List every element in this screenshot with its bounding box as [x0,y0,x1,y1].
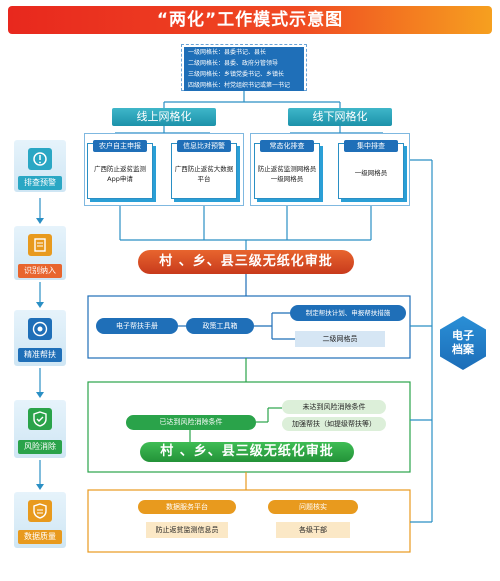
data-service-platform-sub: 防止返贫监测信息员 [146,522,228,538]
card-concentrated-check [338,143,404,199]
data-icon [28,500,52,522]
step-4-label: 风险消除 [18,440,62,454]
shield-icon [28,408,52,430]
online-group [84,133,244,206]
data-service-platform: 数据服务平台 [138,500,236,514]
grid-level-1: 一级网格长：县委书记、县长 [184,47,304,58]
e-archive-label: 电子档案 [452,329,474,356]
shield-icon-glyph [33,411,47,427]
card-info-compare [171,143,237,199]
target-icon [28,318,52,340]
approval-banner-1: 村 、乡、县三级无纸化审批 [138,250,354,274]
step-5-label: 数据质量 [18,530,62,544]
identify-icon [28,234,52,256]
card-info-compare-body: 广西防止返贫大数据平台 [174,165,234,183]
identify-icon-glyph [34,238,46,252]
grid-level-3: 三级网格长：乡镇党委书记、乡镇长 [184,69,304,80]
step-3-label: 精准帮扶 [18,348,62,362]
card-concentrated-check-title: 集中排查 [344,140,398,152]
data-icon-glyph [33,503,47,519]
target-icon-glyph [32,321,48,337]
card-regular-check-title: 常态化排查 [260,140,314,152]
step-2-label: 识别纳入 [18,264,62,278]
risk-not-reached: 未达到风险消除条件 [282,400,386,414]
card-self-declare-body: 广西防止返贫监测App申请 [94,165,146,183]
offline-grid-header: 线下网格化 [288,108,392,126]
e-assist-manual: 电子帮扶手册 [96,318,178,334]
grid-member-level-2: 二级网格员 [295,331,385,347]
card-self-declare [87,143,153,199]
card-concentrated-check-body: 一级网格员 [354,169,388,177]
page-title: “两化”工作模式示意图 [8,6,492,34]
approval-banner-2: 村 、乡、县三级无纸化审批 [140,442,354,462]
issue-verification: 问题核实 [268,500,358,514]
risk-reached: 已达到风险消除条件 [126,415,256,430]
arrow-down-icon [36,484,44,490]
online-grid-header: 线上网格化 [112,108,216,126]
alert-icon [28,148,52,170]
arrow-down-icon [36,302,44,308]
risk-frame [87,381,411,473]
issue-verification-sub: 各级干部 [276,522,350,538]
card-self-declare-title: 农户自主申报 [93,140,147,152]
card-regular-check-body: 防止返贫监测网格员一级网格员 [257,165,317,183]
arrow-down-icon [36,392,44,398]
step-1-label: 排查预警 [18,176,62,190]
card-regular-check [254,143,320,199]
card-info-compare-title: 信息比对预警 [177,140,231,152]
grid-level-2: 二级网格长：县委、政府分管领导 [184,58,304,69]
arrow-down-icon [36,218,44,224]
offline-group [250,133,410,206]
alert-icon-glyph [33,152,47,166]
data-quality-frame [87,489,411,553]
assist-plan: 制定帮扶计划、申报帮扶措施 [290,305,406,321]
grid-level-4: 四级网格长：村党组织书记或第一书记 [184,80,304,91]
risk-strengthen-assist: 加强帮扶（如提级帮扶等） [282,417,386,431]
assist-frame [87,295,411,359]
policy-toolbox: 政策工具箱 [186,318,254,334]
